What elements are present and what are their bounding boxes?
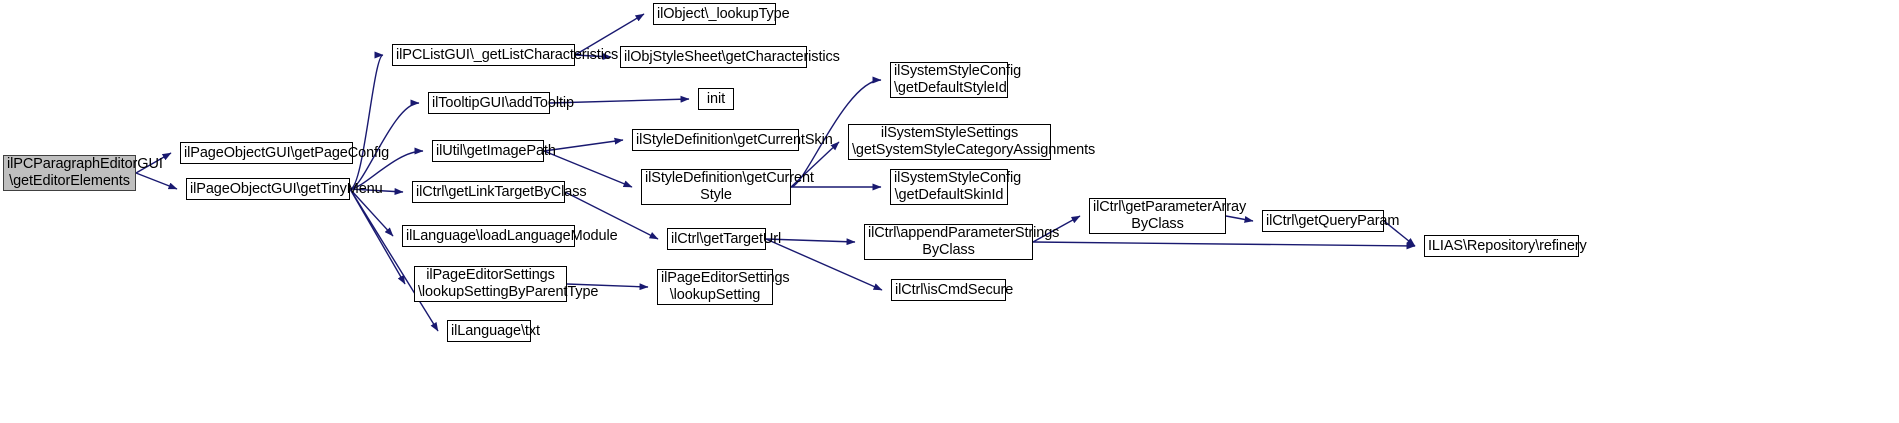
graph-node[interactable]: ilObjStyleSheet\getCharacteristics: [620, 46, 840, 68]
graph-node-label: ilPCParagraphEditorGUI \getEditorElement…: [7, 156, 163, 189]
graph-node-label: ilSystemStyleConfig \getDefaultSkinId: [894, 170, 1022, 203]
graph-node-label: ilSystemStyleConfig \getDefaultStyleId: [894, 63, 1022, 96]
graph-node-label: ilCtrl\isCmdSecure: [895, 281, 1014, 298]
graph-node[interactable]: ilCtrl\getParameterArray ByClass: [1089, 198, 1247, 234]
graph-node[interactable]: ILIAS\Repository\refinery: [1424, 235, 1587, 257]
graph-node[interactable]: ilTooltipGUI\addTooltip: [428, 92, 574, 114]
graph-edge: [1032, 241, 1416, 250]
graph-node[interactable]: init: [698, 88, 734, 110]
graph-node[interactable]: ilPageObjectGUI\getPageConfig: [180, 142, 390, 164]
graph-node-label: ilStyleDefinition\getCurrentSkin: [636, 131, 833, 148]
graph-node[interactable]: ilUtil\getImagePath: [432, 140, 556, 162]
graph-node-label: ilLanguage\loadLanguageModule: [406, 227, 618, 244]
graph-node[interactable]: ilStyleDefinition\getCurrent Style: [641, 169, 814, 205]
graph-node[interactable]: ilSystemStyleConfig \getDefaultStyleId: [890, 62, 1022, 98]
graph-node-label: ilPageObjectGUI\getTinyMenu: [190, 180, 383, 197]
graph-node[interactable]: ilStyleDefinition\getCurrentSkin: [632, 129, 833, 151]
graph-node-label: ilObject\_lookupType: [657, 5, 790, 22]
graph-node-label: ilUtil\getImagePath: [436, 142, 556, 159]
graph-node[interactable]: ilPageObjectGUI\getTinyMenu: [186, 178, 383, 200]
graph-node-label: ilSystemStyleSettings \getSystemStyleCat…: [852, 125, 1096, 158]
graph-node-label: ilObjStyleSheet\getCharacteristics: [624, 48, 840, 65]
graph-node-label: ilPageEditorSettings \lookupSetting: [661, 270, 790, 303]
graph-node[interactable]: ilLanguage\loadLanguageModule: [402, 225, 618, 247]
graph-node[interactable]: ilPageEditorSettings \lookupSetting: [657, 269, 790, 305]
graph-node-label: ilCtrl\appendParameterStrings ByClass: [868, 225, 1060, 258]
graph-node-label: ilStyleDefinition\getCurrent Style: [645, 170, 814, 203]
graph-node-label: ilPageEditorSettings \lookupSettingByPar…: [418, 267, 599, 300]
graph-node-label: ilCtrl\getParameterArray ByClass: [1093, 199, 1247, 232]
graph-node-label: ilCtrl\getTargetUrl: [671, 230, 782, 247]
graph-node-label: ilLanguage\txt: [451, 322, 540, 339]
graph-edge: [1225, 215, 1254, 223]
graph-node-label: ilCtrl\getQueryParam: [1266, 212, 1400, 229]
graph-node[interactable]: ilCtrl\getLinkTargetByClass: [412, 181, 587, 203]
graph-node[interactable]: ilLanguage\txt: [447, 320, 540, 342]
graph-node[interactable]: ilPageEditorSettings \lookupSettingByPar…: [414, 266, 599, 302]
graph-node-label: ilTooltipGUI\addTooltip: [432, 94, 574, 111]
graph-node-label: ILIAS\Repository\refinery: [1428, 237, 1587, 254]
graph-node-label: ilPageObjectGUI\getPageConfig: [184, 144, 390, 161]
graph-node[interactable]: ilCtrl\isCmdSecure: [891, 279, 1014, 301]
graph-node-root[interactable]: ilPCParagraphEditorGUI \getEditorElement…: [3, 155, 163, 191]
graph-edge: [349, 51, 384, 190]
graph-node[interactable]: ilPCListGUI\_getListCharacteristics: [392, 44, 619, 66]
graph-node[interactable]: ilCtrl\appendParameterStrings ByClass: [864, 224, 1060, 260]
graph-node-label: ilCtrl\getLinkTargetByClass: [416, 183, 587, 200]
graph-node-label: ilPCListGUI\_getListCharacteristics: [396, 46, 619, 63]
graph-node[interactable]: ilObject\_lookupType: [653, 3, 790, 25]
graph-node-label: init: [706, 90, 726, 107]
graph-node[interactable]: ilCtrl\getTargetUrl: [667, 228, 782, 250]
graph-node[interactable]: ilCtrl\getQueryParam: [1262, 210, 1400, 232]
graph-node[interactable]: ilSystemStyleSettings \getSystemStyleCat…: [848, 124, 1096, 160]
graph-node[interactable]: ilSystemStyleConfig \getDefaultSkinId: [890, 169, 1022, 205]
graph-edge: [349, 188, 406, 285]
graph-edge: [135, 172, 178, 190]
graph-edge: [349, 188, 439, 332]
